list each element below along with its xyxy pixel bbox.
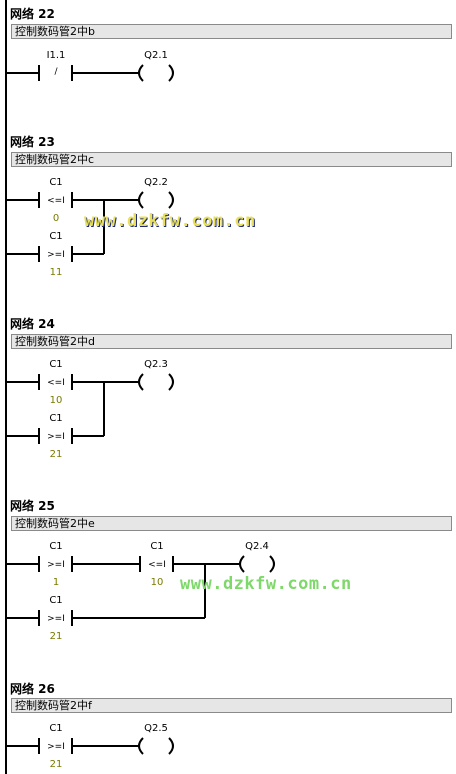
coil-address: Q2.3 bbox=[144, 359, 168, 370]
contact-address: C1 bbox=[49, 413, 63, 424]
watermark-text: www.dzkfw.com.cn bbox=[84, 211, 256, 231]
network-23-comment[interactable]: 控制数码管2中c bbox=[11, 152, 452, 167]
contact-constant: 1 bbox=[52, 577, 60, 588]
coil-bracket bbox=[269, 555, 275, 573]
coil-bracket bbox=[168, 737, 174, 755]
contact-address: C1 bbox=[49, 177, 63, 188]
coil-bracket bbox=[138, 373, 144, 391]
contact-operator: <=I bbox=[47, 378, 65, 388]
network-26-comment[interactable]: 控制数码管2中f bbox=[11, 698, 452, 713]
coil-bracket bbox=[168, 64, 174, 82]
contact-operator: <=I bbox=[148, 560, 166, 570]
coil-bracket bbox=[239, 555, 245, 573]
coil-address: Q2.4 bbox=[245, 541, 269, 552]
contact-operator: >=I bbox=[47, 250, 65, 260]
contact-operator: / bbox=[54, 67, 58, 77]
watermark-text: www.dzkfw.com.cn bbox=[180, 574, 352, 594]
contact-address: C1 bbox=[150, 541, 164, 552]
contact-address: C1 bbox=[49, 595, 63, 606]
contact-address: C1 bbox=[49, 231, 63, 242]
contact-constant: 21 bbox=[49, 759, 63, 770]
contact-constant: 0 bbox=[52, 213, 60, 224]
contact-operator: <=I bbox=[47, 196, 65, 206]
network-22-comment[interactable]: 控制数码管2中b bbox=[11, 24, 452, 39]
contact-constant: 11 bbox=[49, 267, 63, 278]
network-24-title[interactable]: 网络 24 bbox=[10, 317, 55, 331]
contact-operator: >=I bbox=[47, 614, 65, 624]
contact-address: C1 bbox=[49, 723, 63, 734]
coil-address: Q2.1 bbox=[144, 50, 168, 61]
contact-address: C1 bbox=[49, 359, 63, 370]
network-24-comment[interactable]: 控制数码管2中d bbox=[11, 334, 452, 349]
contact-constant: 10 bbox=[49, 395, 63, 406]
contact-address: C1 bbox=[49, 541, 63, 552]
network-22-title[interactable]: 网络 22 bbox=[10, 7, 55, 21]
contact-operator: >=I bbox=[47, 742, 65, 752]
coil-bracket bbox=[168, 373, 174, 391]
network-25-comment[interactable]: 控制数码管2中e bbox=[11, 516, 452, 531]
coil-address: Q2.2 bbox=[144, 177, 168, 188]
contact-constant: 21 bbox=[49, 631, 63, 642]
coil-address: Q2.5 bbox=[144, 723, 168, 734]
coil-bracket bbox=[138, 737, 144, 755]
contact-operator: >=I bbox=[47, 560, 65, 570]
network-23-title[interactable]: 网络 23 bbox=[10, 135, 55, 149]
contact-constant: 21 bbox=[49, 449, 63, 460]
contact-constant: 10 bbox=[150, 577, 164, 588]
contact-operator: >=I bbox=[47, 432, 65, 442]
coil-bracket bbox=[138, 64, 144, 82]
coil-bracket bbox=[168, 191, 174, 209]
contact-address: I1.1 bbox=[46, 50, 66, 61]
coil-bracket bbox=[138, 191, 144, 209]
network-26-title[interactable]: 网络 26 bbox=[10, 682, 55, 696]
network-25-title[interactable]: 网络 25 bbox=[10, 499, 55, 513]
